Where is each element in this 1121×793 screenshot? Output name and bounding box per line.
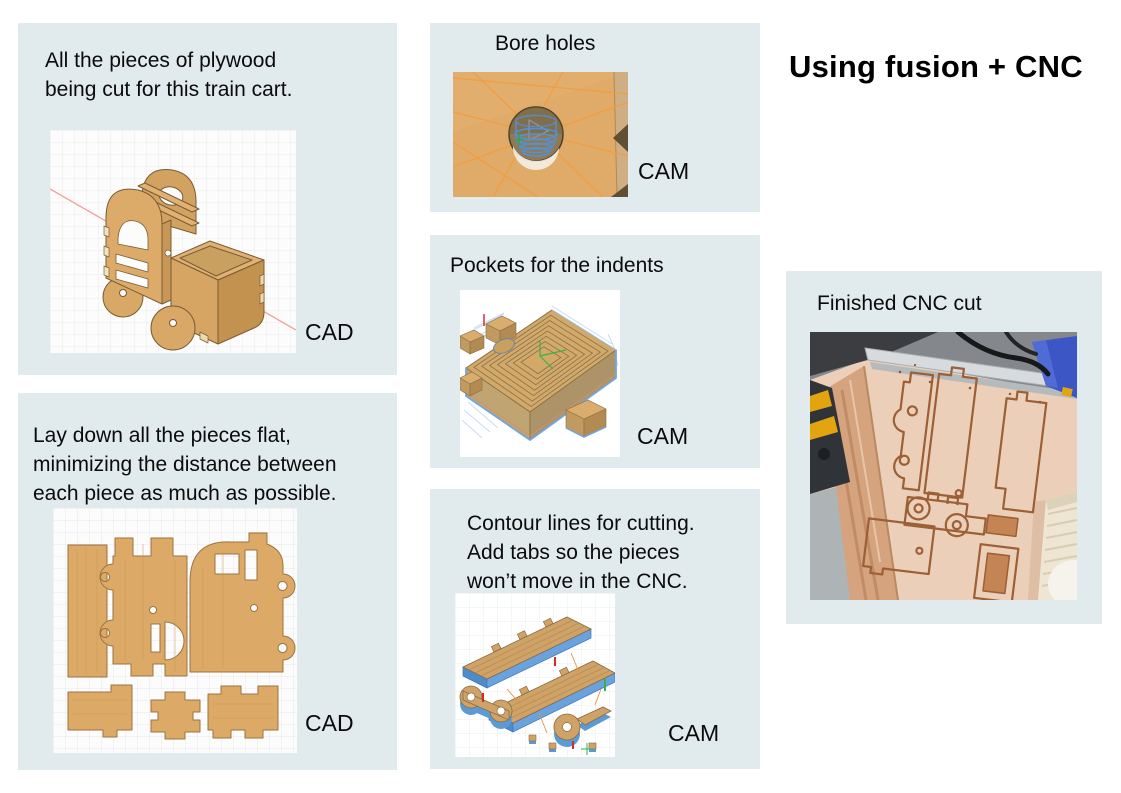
panel-finished-photo: Finished CNC cut	[786, 271, 1102, 624]
finished-photo-caption: Finished CNC cut	[817, 292, 982, 315]
cam-contour-caption: Contour lines for cutting. Add tabs so t…	[467, 512, 695, 593]
panel-cam-contour: Contour lines for cutting. Add tabs so t…	[430, 489, 760, 769]
cad-model-label: CAD	[305, 319, 354, 345]
bore-holes-cam-drawing	[453, 72, 628, 197]
contour-toolpath-cam-drawing	[455, 593, 615, 757]
cam-pockets-caption: Pockets for the indents	[450, 254, 664, 277]
pocket-toolpath-cam-drawing	[460, 290, 620, 457]
cad-model-caption: All the pieces of plywood being cut for …	[45, 49, 293, 101]
cam-contour-label: CAM	[668, 720, 720, 746]
slide-title: Using fusion + CNC	[789, 48, 1083, 84]
cam-bore-label: CAM	[638, 158, 690, 184]
finished-cnc-cut-photo-drawing	[810, 332, 1077, 600]
panel-cad-model: All the pieces of plywood being cut for …	[18, 23, 397, 375]
finished-cnc-cut-photo	[810, 332, 1077, 600]
cam-pockets-label: CAM	[637, 423, 689, 449]
panel-cam-pockets: Pockets for the indents	[430, 235, 760, 468]
pocket-toolpath-cam-image	[460, 290, 620, 457]
panel-cam-bore: Bore holes	[430, 23, 760, 212]
cam-bore-caption: Bore holes	[495, 32, 596, 55]
panel-cad-flat-layout: Lay down all the pieces flat, minimizing…	[18, 393, 397, 770]
train-cart-cad-image	[50, 130, 296, 353]
bore-holes-cam-image	[453, 72, 628, 197]
cad-flat-caption: Lay down all the pieces flat, minimizing…	[33, 424, 337, 505]
flat-layout-cad-drawing	[53, 508, 297, 753]
cad-flat-label: CAD	[305, 710, 354, 736]
contour-toolpath-cam-image	[455, 593, 615, 757]
flat-layout-cad-image	[53, 508, 297, 753]
train-cart-cad-drawing	[50, 130, 296, 353]
